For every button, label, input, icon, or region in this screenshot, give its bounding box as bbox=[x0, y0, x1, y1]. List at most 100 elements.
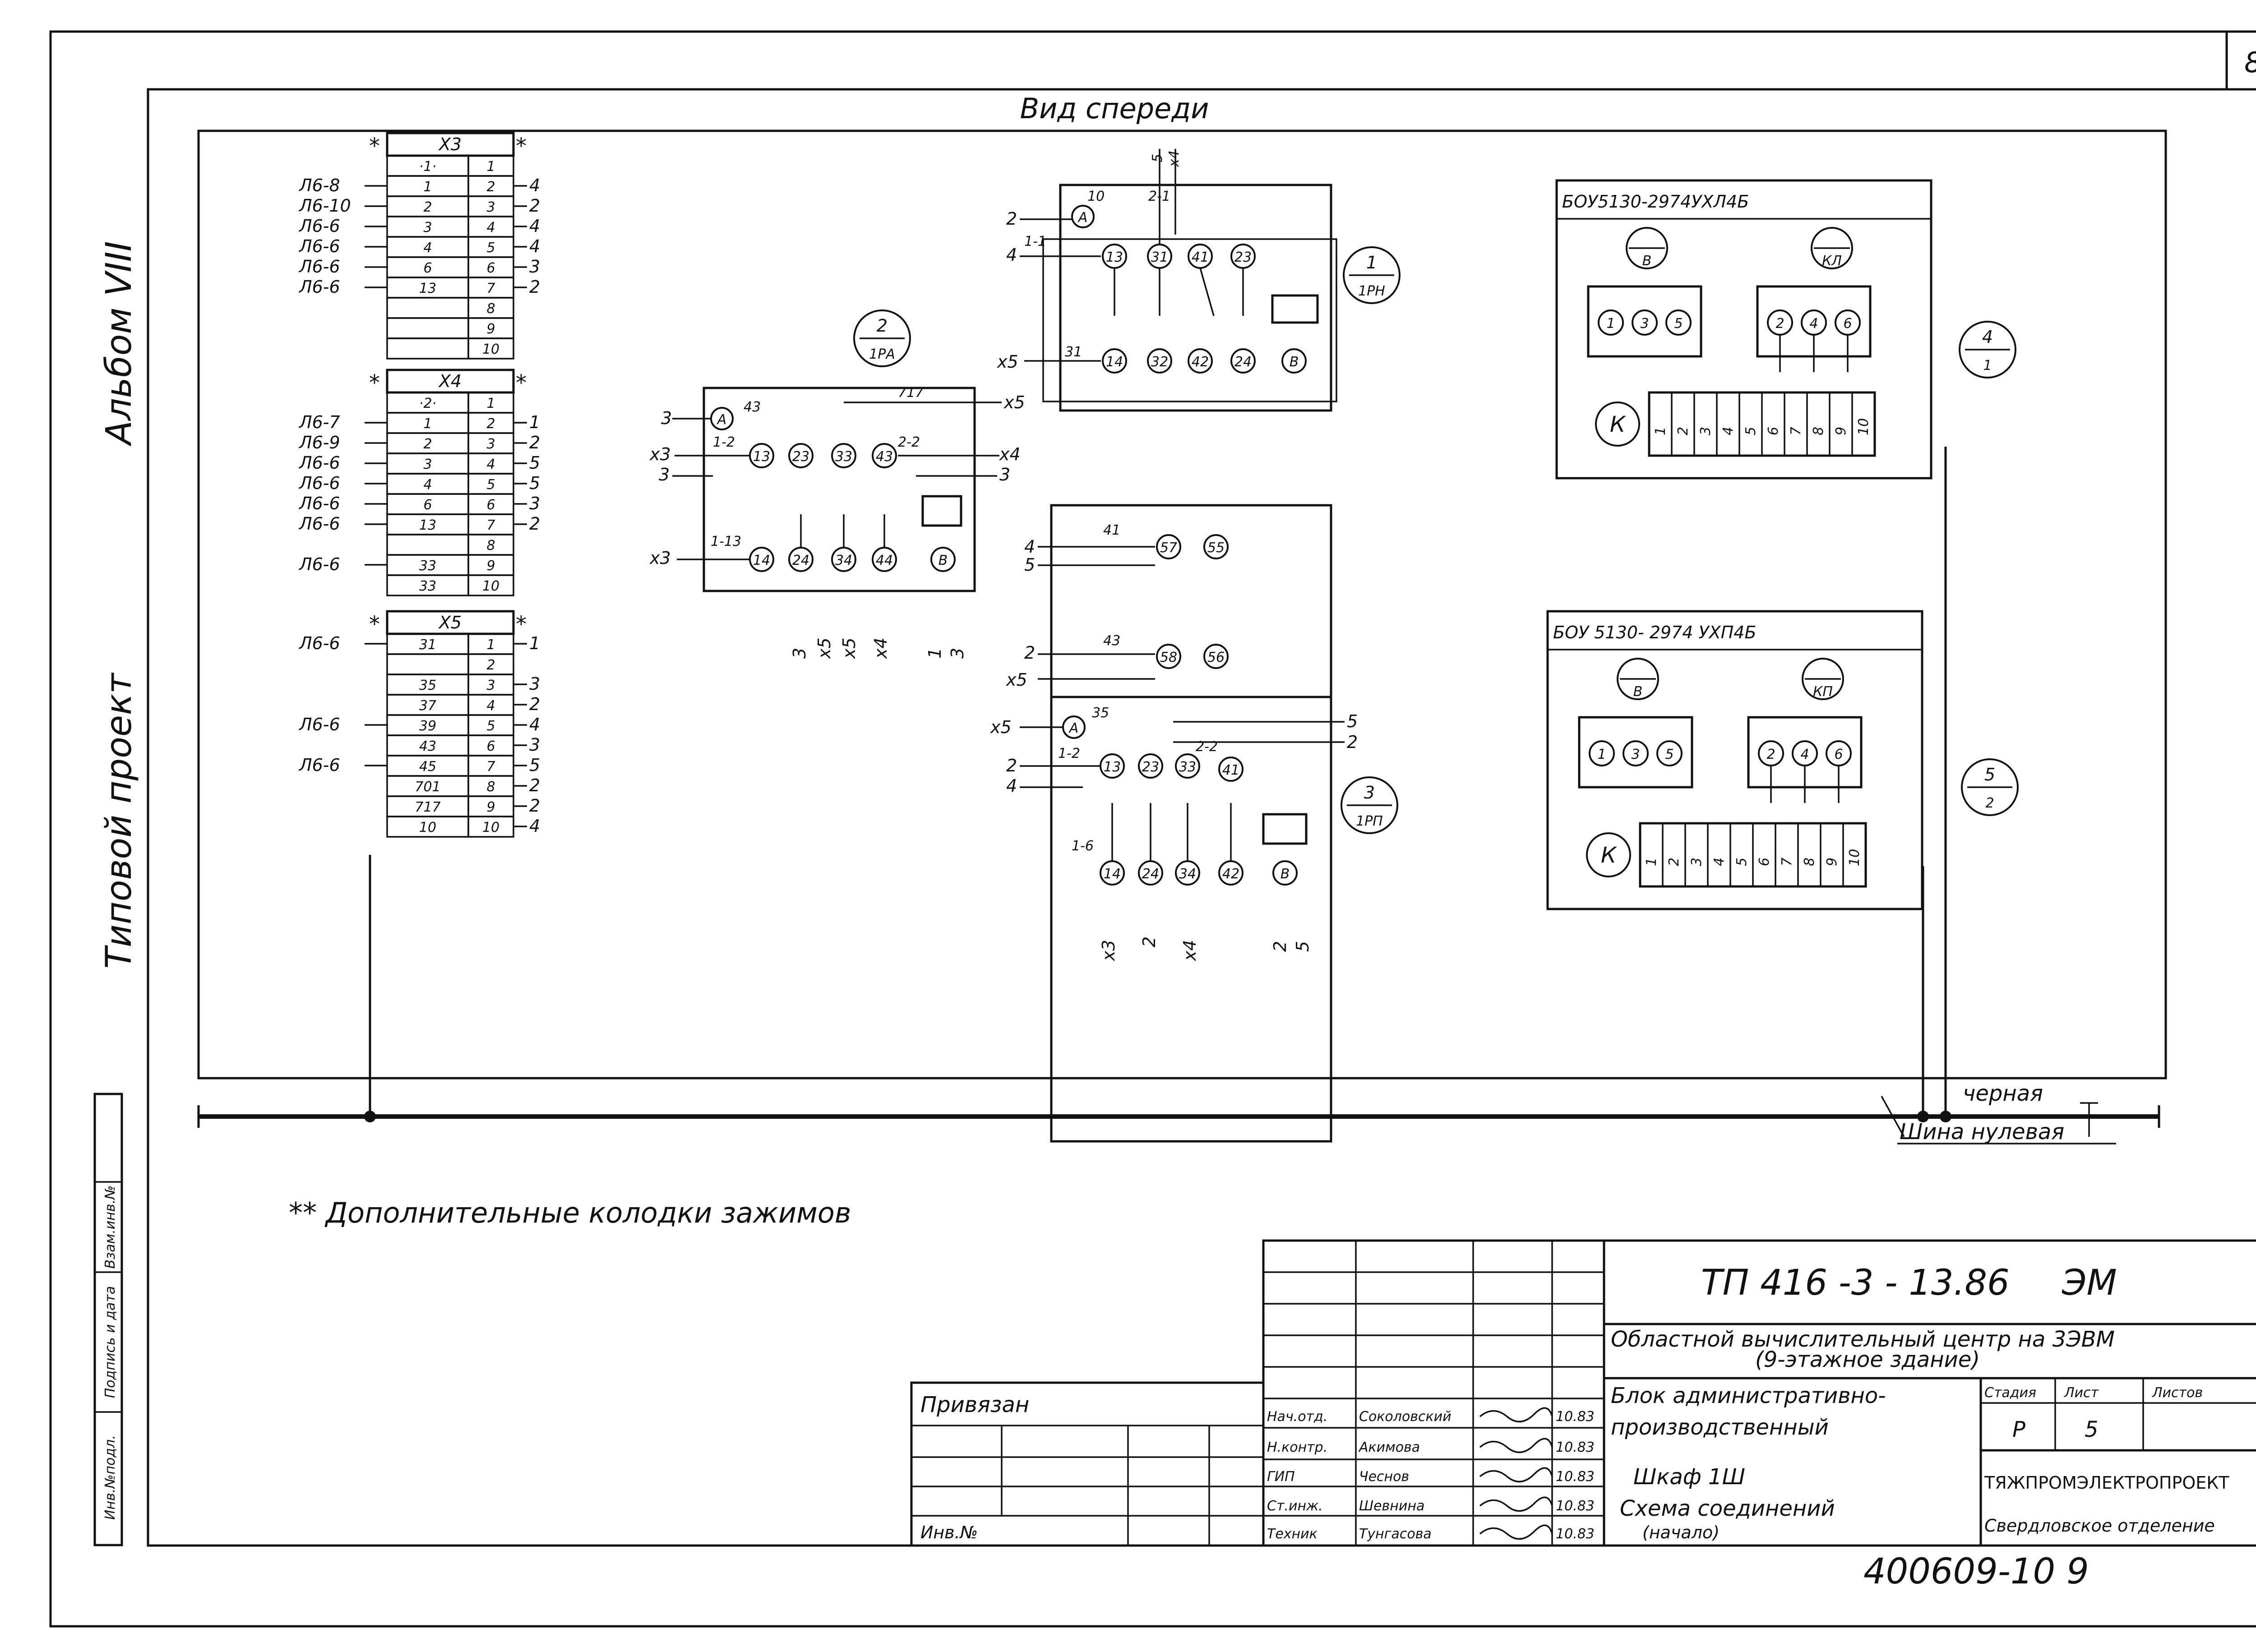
org-name: ТЯЖПРОМЭЛЕКТРОПРОЕКТ bbox=[1984, 1473, 2229, 1493]
terminal-right-label: 2 bbox=[529, 277, 540, 297]
terminal-wire: 35 bbox=[419, 678, 436, 693]
svg-text:A: A bbox=[717, 412, 727, 428]
terminal-right-label: 2 bbox=[529, 775, 540, 795]
cable-label: Л6-6 bbox=[298, 755, 340, 775]
note-text: ** Дополнительные колодки зажимов bbox=[289, 1196, 851, 1229]
svg-text:x5: x5 bbox=[997, 352, 1018, 372]
terminal-cell bbox=[467, 337, 514, 360]
svg-text:A: A bbox=[1077, 210, 1088, 226]
svg-text:5: 5 bbox=[1665, 747, 1674, 762]
terminal-number: 10 bbox=[482, 820, 499, 835]
vzam-label: Взам.инв.№ bbox=[102, 1186, 118, 1269]
svg-text:24: 24 bbox=[792, 553, 809, 568]
stage-value: Р bbox=[2012, 1417, 2025, 1442]
terminal-number: 3 bbox=[486, 436, 495, 452]
terminal-number: 7 bbox=[486, 517, 495, 533]
person-name: Акимова bbox=[1358, 1440, 1420, 1455]
terminal-cell bbox=[386, 534, 469, 556]
svg-text:1: 1 bbox=[1366, 253, 1377, 272]
terminal-number: 2 bbox=[486, 179, 495, 195]
object-name-2: (9-этажное здание) bbox=[1755, 1347, 1980, 1372]
terminal-right-label: 3 bbox=[529, 494, 540, 513]
svg-text:3: 3 bbox=[790, 648, 809, 659]
svg-text:10: 10 bbox=[1087, 189, 1105, 204]
svg-text:34: 34 bbox=[1179, 866, 1196, 882]
unit-terminal: 6 bbox=[1766, 427, 1781, 435]
svg-text:5: 5 bbox=[1984, 765, 1995, 784]
svg-text:2: 2 bbox=[1024, 643, 1035, 663]
svg-text:6: 6 bbox=[1834, 747, 1843, 762]
svg-text:32: 32 bbox=[1151, 354, 1168, 370]
reference-r2: 2 1РА bbox=[853, 309, 911, 367]
signature-scribble bbox=[1479, 1496, 1553, 1512]
svg-text:x4: x4 bbox=[871, 637, 891, 659]
title-block: Привязан Инв.№ ТП 416 -3 - 13.86 ЭМ Обла… bbox=[910, 1239, 2256, 1592]
reference-r5: 52 bbox=[1961, 758, 2019, 816]
svg-text:2: 2 bbox=[1775, 316, 1784, 332]
cable-label: Л6-9 bbox=[298, 433, 340, 452]
svg-text:2: 2 bbox=[1347, 732, 1358, 752]
terminal-number: 5 bbox=[486, 718, 495, 734]
cable-label: Л6-8 bbox=[298, 175, 340, 195]
block-name-2: производственный bbox=[1611, 1415, 1829, 1440]
object-name: Областной вычислительный центр на 3ЭВМ bbox=[1611, 1327, 2115, 1352]
zero-bus: черная Шина нулевая bbox=[197, 447, 2160, 1144]
sign-date: 10.83 bbox=[1556, 1526, 1595, 1542]
terminal-cell bbox=[386, 653, 469, 675]
svg-text:x5: x5 bbox=[1003, 392, 1025, 412]
front-view-frame bbox=[197, 129, 2167, 1080]
block-name: X5 bbox=[438, 613, 462, 632]
svg-text:5: 5 bbox=[1674, 316, 1683, 332]
svg-text:14: 14 bbox=[1106, 354, 1123, 370]
svg-text:A: A bbox=[1068, 720, 1079, 736]
doc-mark: ЭМ bbox=[2062, 1263, 2117, 1303]
svg-text:13: 13 bbox=[753, 449, 770, 465]
terminal-number: 8 bbox=[486, 301, 495, 317]
asterisk: * bbox=[369, 134, 380, 159]
svg-text:3: 3 bbox=[948, 648, 967, 659]
terminal-wire: 2 bbox=[423, 436, 432, 452]
terminal-wire: 45 bbox=[419, 759, 436, 775]
terminal-wire: 701 bbox=[415, 779, 440, 795]
cable-label: Л6-6 bbox=[298, 633, 340, 653]
terminal-wire: 31 bbox=[419, 637, 436, 653]
unit-terminal: 9 bbox=[1833, 427, 1849, 435]
svg-text:2: 2 bbox=[877, 316, 888, 336]
svg-text:B: B bbox=[1281, 866, 1290, 882]
asterisk: * bbox=[369, 370, 380, 396]
terminal-number: 4 bbox=[486, 698, 495, 714]
svg-text:6: 6 bbox=[1843, 316, 1852, 332]
svg-text:К: К bbox=[1601, 843, 1617, 868]
svg-text:3: 3 bbox=[1364, 783, 1375, 803]
unit-terminal: 3 bbox=[1698, 427, 1714, 435]
relay-1rp: 41 4 5 57 55 43 2 x5 58 56 x5 A 35 5 2 1… bbox=[990, 504, 1358, 1143]
svg-text:1-13: 1-13 bbox=[711, 534, 741, 549]
svg-text:x3: x3 bbox=[649, 548, 671, 568]
sign-date: 10.83 bbox=[1556, 1440, 1595, 1455]
svg-text:1РА: 1РА bbox=[869, 346, 895, 362]
svg-text:31: 31 bbox=[1065, 344, 1082, 360]
svg-text:31: 31 bbox=[1151, 249, 1168, 265]
cable-label: Л6-6 bbox=[298, 257, 340, 277]
terminal-right-label: 4 bbox=[529, 216, 540, 236]
svg-text:44: 44 bbox=[876, 553, 893, 568]
unit-terminal: 6 bbox=[1757, 858, 1772, 866]
svg-text:КП: КП bbox=[1813, 684, 1833, 700]
scheme-name-2: (начало) bbox=[1642, 1523, 1720, 1542]
svg-text:14: 14 bbox=[753, 553, 770, 568]
block-header-right: 1 bbox=[486, 396, 495, 411]
svg-text:x4: x4 bbox=[1166, 150, 1182, 167]
svg-text:43: 43 bbox=[744, 399, 761, 415]
side-stamp bbox=[93, 1093, 123, 1546]
svg-text:56: 56 bbox=[1207, 650, 1225, 665]
doc-code: ТП 416 -3 - 13.86 bbox=[1701, 1263, 2010, 1303]
terminal-number: 4 bbox=[486, 220, 495, 235]
svg-text:2: 2 bbox=[1006, 756, 1017, 775]
terminal-wire: 6 bbox=[423, 497, 432, 513]
terminal-wire: 1 bbox=[423, 179, 432, 195]
